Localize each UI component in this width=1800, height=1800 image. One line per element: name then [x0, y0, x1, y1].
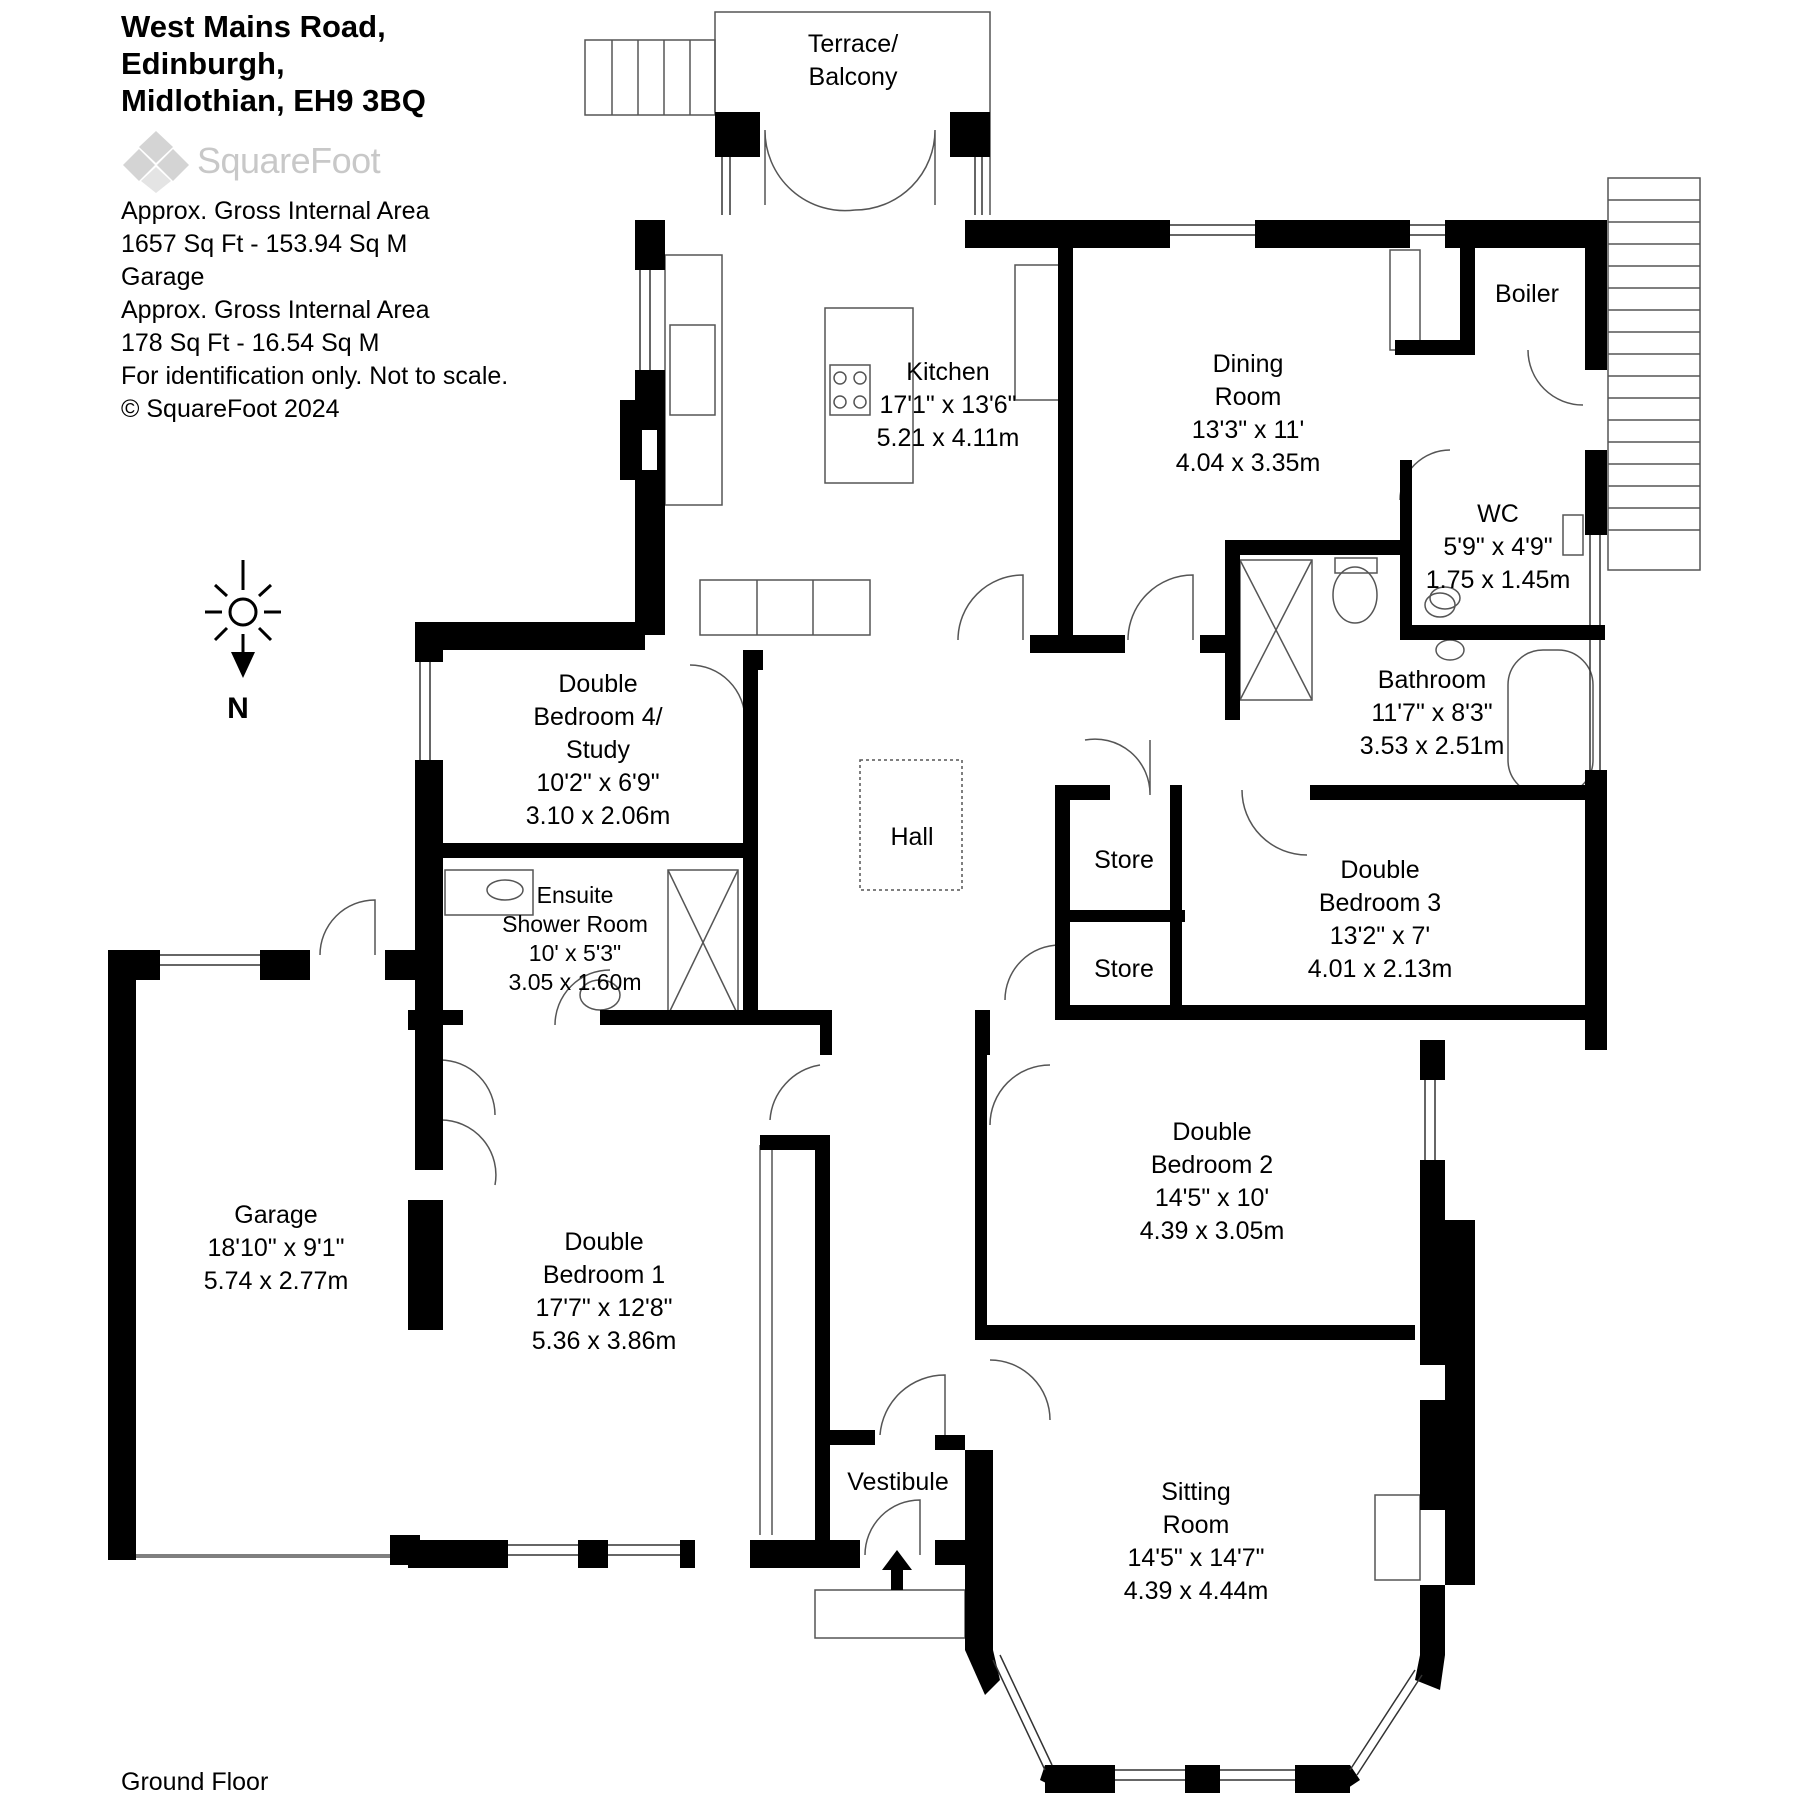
squarefoot-logo: SquareFoot [121, 129, 508, 193]
room-bathroom-line-1: 11'7" x 8'3" [1371, 699, 1492, 727]
room-sitting-line-2: 14'5" x 14'7" [1127, 1544, 1264, 1572]
room-ensuite-line-3: 3.05 x 1.60m [509, 969, 642, 995]
room-terrace-line-0: Terrace/ [808, 30, 898, 58]
doors [319, 129, 1584, 1556]
room-label-garage: Garage 18'10" x 9'1" 5.74 x 2.77m [204, 1201, 349, 1295]
logo-text: SquareFoot [197, 140, 381, 181]
fixtures [134, 11, 1701, 1639]
room-bedroom3-line-1: Bedroom 3 [1319, 889, 1441, 917]
room-bedroom2-line-1: Bedroom 2 [1151, 1151, 1273, 1179]
room-bedroom2-line-2: 14'5" x 10' [1155, 1184, 1269, 1212]
room-bedroom1-line-1: Bedroom 1 [543, 1261, 665, 1289]
room-bedroom3-line-3: 4.01 x 2.13m [1308, 955, 1453, 983]
room-bedroom1-line-2: 17'7" x 12'8" [535, 1294, 672, 1322]
address-line-3: Midlothian, EH9 3BQ [121, 83, 426, 118]
walls [108, 112, 1607, 1793]
room-label-vestibule: Vestibule [847, 1468, 948, 1496]
windows [160, 157, 1601, 1781]
room-ensuite-line-0: Ensuite [537, 882, 614, 908]
north-arrow-sun-icon [205, 560, 281, 678]
room-ensuite-line-1: Shower Room [502, 911, 648, 937]
area-note-2: 1657 Sq Ft - 153.94 Sq M [121, 230, 408, 258]
room-dining-line-2: 13'3" x 11' [1192, 416, 1304, 444]
room-label-store1: Store [1094, 846, 1154, 874]
room-bedroom2-line-3: 4.39 x 3.05m [1140, 1217, 1285, 1245]
room-kitchen-line-0: Kitchen [906, 358, 989, 386]
room-garage-line-1: 18'10" x 9'1" [207, 1234, 344, 1262]
area-note-6: For identification only. Not to scale. [121, 362, 509, 390]
area-note-3: Garage [121, 263, 205, 291]
room-bedroom3-line-0: Double [1340, 856, 1419, 884]
room-label-store2: Store [1094, 955, 1154, 983]
room-vestibule-line-0: Vestibule [847, 1468, 948, 1496]
room-bathroom-line-2: 3.53 x 2.51m [1360, 732, 1505, 760]
room-wc-line-0: WC [1477, 500, 1519, 528]
room-bedroom3-line-2: 13'2" x 7' [1330, 922, 1430, 950]
room-bedroom4-line-3: 10'2" x 6'9" [536, 769, 659, 797]
header-info: West Mains Road, Edinburgh, Midlothian, … [121, 8, 508, 426]
room-kitchen-line-2: 5.21 x 4.11m [877, 424, 1020, 452]
room-hall-line-0: Hall [890, 823, 933, 851]
room-bedroom4-line-4: 3.10 x 2.06m [526, 802, 671, 830]
area-note-1: Approx. Gross Internal Area [121, 197, 430, 225]
compass-north-letter: N [227, 692, 249, 725]
area-note-7: © SquareFoot 2024 [121, 395, 340, 423]
room-garage-line-2: 5.74 x 2.77m [204, 1267, 349, 1295]
room-bedroom4-line-1: Bedroom 4/ [533, 703, 662, 731]
room-sitting-line-3: 4.39 x 4.44m [1124, 1577, 1269, 1605]
address-line-1: West Mains Road, [121, 9, 386, 44]
room-label-terrace: Terrace/Balcony [808, 30, 898, 91]
entrance-arrow-icon [882, 1550, 912, 1590]
room-label-hall: Hall [890, 823, 933, 851]
room-dining-line-3: 4.04 x 3.35m [1176, 449, 1321, 477]
room-kitchen-line-1: 17'1" x 13'6" [879, 391, 1016, 419]
room-bedroom1-line-0: Double [564, 1228, 643, 1256]
address-line-2: Edinburgh, [121, 46, 285, 81]
room-store1-line-0: Store [1094, 846, 1154, 874]
room-store2-line-0: Store [1094, 955, 1154, 983]
room-wc-line-2: 1.75 x 1.45m [1426, 566, 1571, 594]
floor-label: Ground Floor [121, 1768, 269, 1796]
squarefoot-logo-icon [123, 131, 189, 193]
room-sitting-line-1: Room [1163, 1511, 1230, 1539]
room-garage-line-0: Garage [234, 1201, 317, 1229]
room-bedroom4-line-2: Study [566, 736, 630, 764]
room-dining-line-1: Room [1215, 383, 1282, 411]
room-terrace-line-1: Balcony [809, 63, 898, 91]
room-label-bathroom: Bathroom 11'7" x 8'3" 3.53 x 2.51m [1360, 666, 1505, 760]
room-boiler-line-0: Boiler [1495, 280, 1559, 308]
room-bedroom1-line-3: 5.36 x 3.86m [532, 1327, 677, 1355]
room-label-wc: WC 5'9" x 4'9" 1.75 x 1.45m [1426, 500, 1571, 594]
area-note-5: 178 Sq Ft - 16.54 Sq M [121, 329, 380, 357]
room-bathroom-line-0: Bathroom [1378, 666, 1486, 694]
room-bedroom4-line-0: Double [558, 670, 637, 698]
room-wc-line-1: 5'9" x 4'9" [1443, 533, 1552, 561]
area-notes: Approx. Gross Internal Area 1657 Sq Ft -… [121, 195, 508, 426]
room-sitting-line-0: Sitting [1161, 1478, 1230, 1506]
room-dining-line-0: Dining [1213, 350, 1284, 378]
room-ensuite-line-2: 10' x 5'3" [529, 940, 621, 966]
room-label-kitchen: Kitchen 17'1" x 13'6" 5.21 x 4.11m [877, 358, 1020, 452]
room-label-boiler: Boiler [1495, 280, 1559, 308]
area-note-4: Approx. Gross Internal Area [121, 296, 430, 324]
room-bedroom2-line-0: Double [1172, 1118, 1251, 1146]
